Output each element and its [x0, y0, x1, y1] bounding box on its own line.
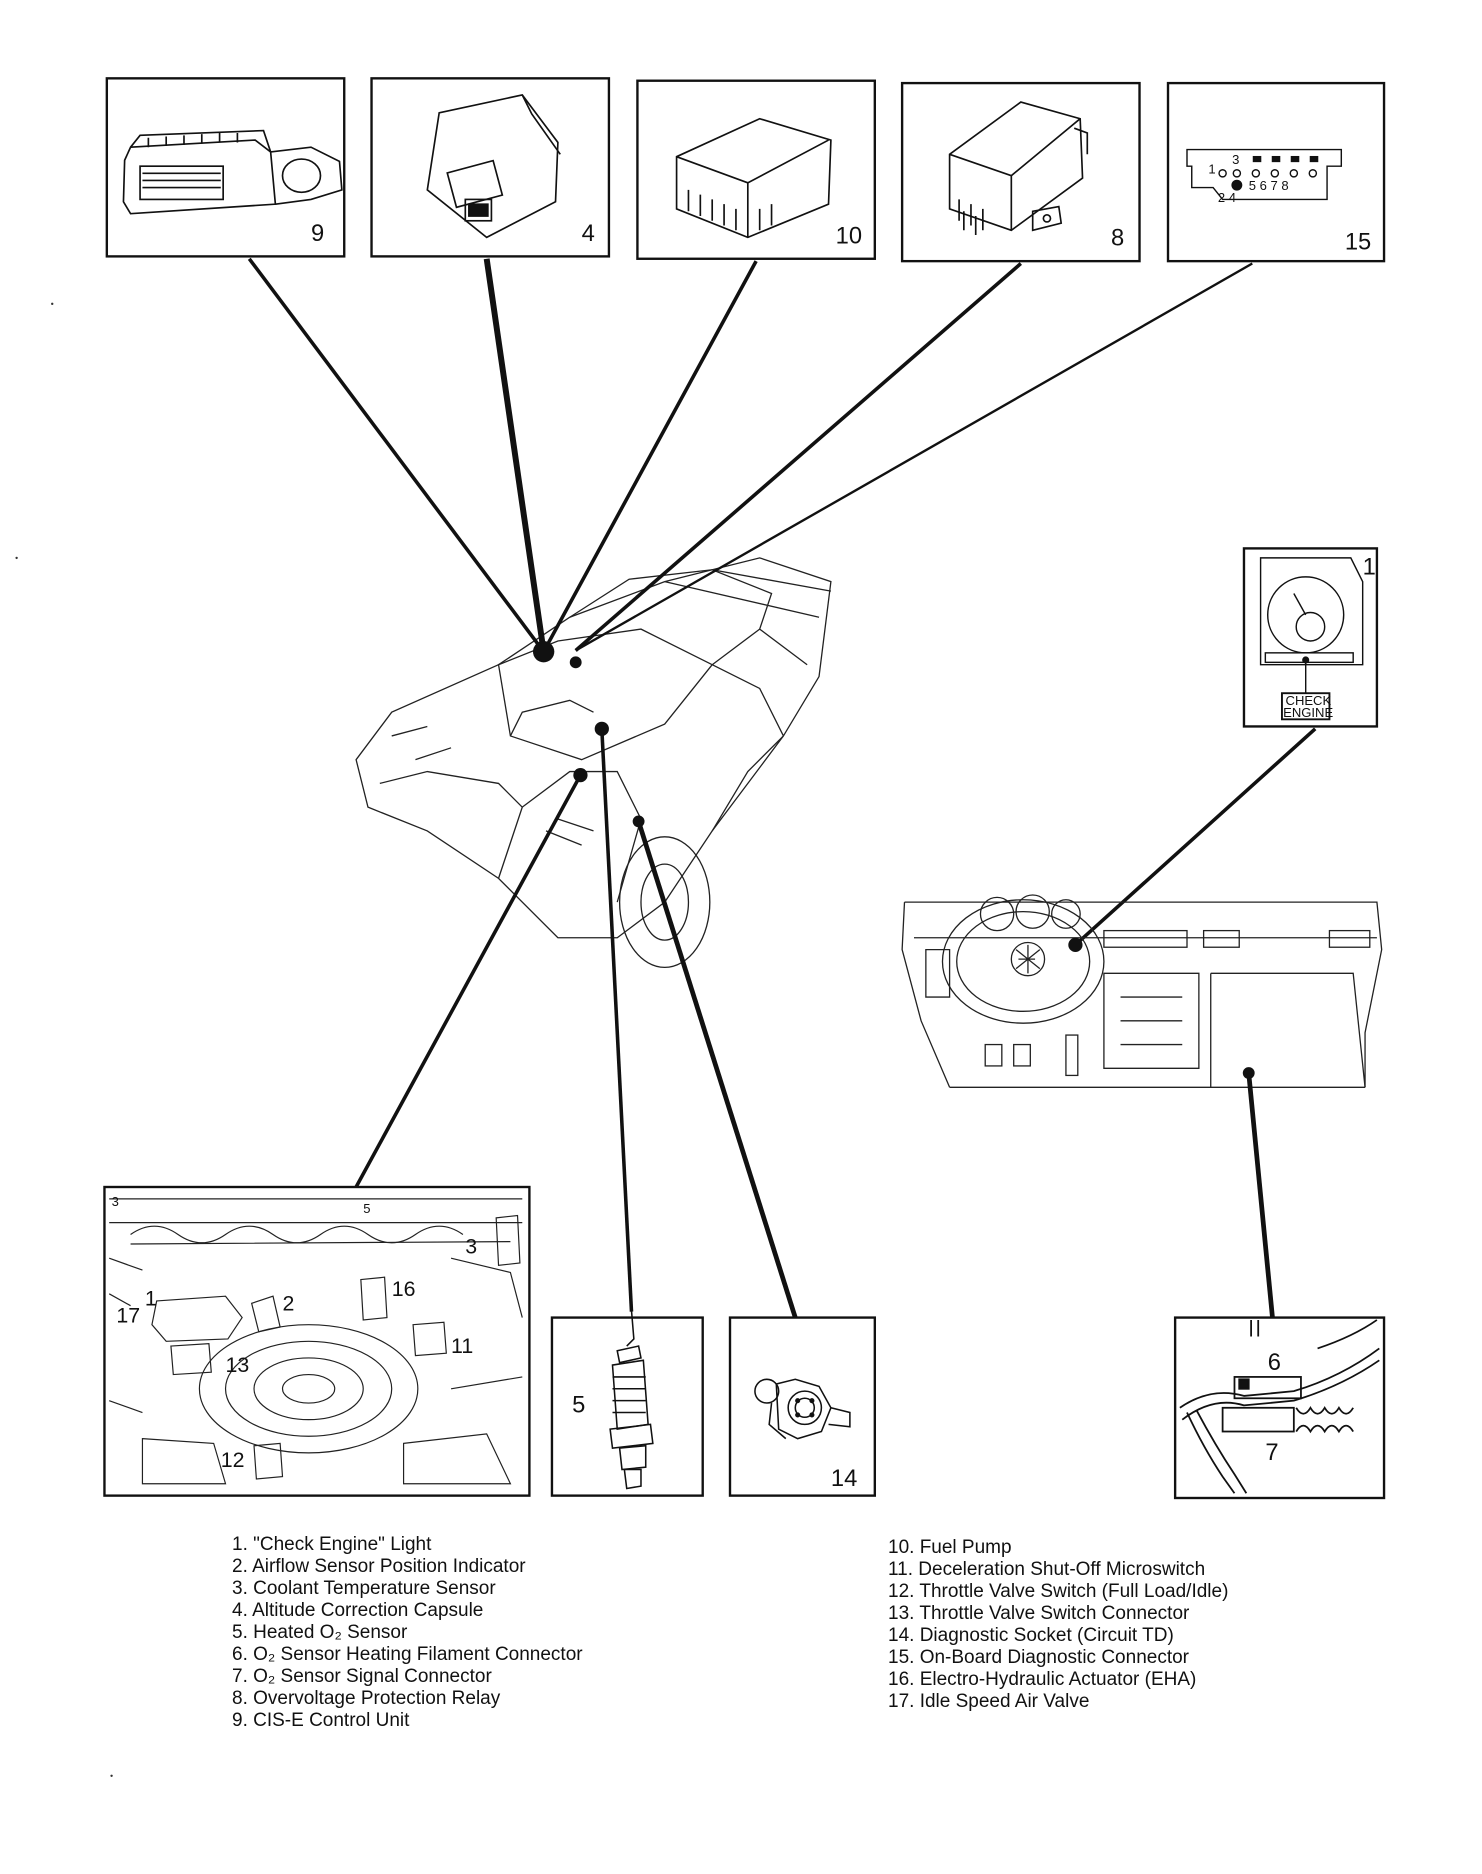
- obd-pin-labels-2-4: 2 4: [1218, 190, 1236, 205]
- legend-item: 8. Overvoltage Protection Relay: [232, 1688, 501, 1709]
- legend-item: 10. Fuel Pump: [888, 1537, 1012, 1558]
- panel-engine-bay: 3 16 17 1 2 11 13 12 5 3: [103, 1185, 531, 1497]
- scan-speck: [15, 556, 18, 560]
- panel-check-engine-light: CHECK ENGINE 1: [1242, 547, 1379, 728]
- legend-item: 15. On-Board Diagnostic Connector: [888, 1647, 1189, 1668]
- engine-callout-16: 16: [392, 1277, 416, 1301]
- legend-item: 17. Idle Speed Air Valve: [888, 1691, 1090, 1712]
- engine-callout-5: 5: [363, 1201, 370, 1216]
- callout-14: 14: [831, 1466, 857, 1492]
- legend-item: 4. Altitude Correction Capsule: [232, 1600, 484, 1621]
- relay-illustration: [948, 101, 1089, 236]
- legend-item: 12. Throttle Valve Switch (Full Load/Idl…: [888, 1581, 1229, 1602]
- panel-obd-connector: 3 5 6 7 8 2 4 1 15: [1166, 81, 1386, 263]
- diagnostic-socket-illustration: [754, 1378, 851, 1440]
- panel-cis-e-control-unit: 9: [105, 77, 346, 258]
- obd-pin-label-3: 3: [1232, 152, 1239, 167]
- o2-sensor-illustration: [609, 1310, 654, 1490]
- callout-1: 1: [1363, 555, 1376, 581]
- leader-line-connectors: [1246, 1072, 1275, 1318]
- panel-fuel-pump: 10: [636, 79, 877, 260]
- engine-callout-1: 1: [145, 1287, 157, 1311]
- obd-pin-labels-5-8: 5 6 7 8: [1249, 178, 1289, 193]
- callout-6: 6: [1268, 1350, 1281, 1376]
- callout-15: 15: [1345, 229, 1371, 255]
- obd-connector-illustration: [1186, 148, 1343, 201]
- callout-9: 9: [311, 221, 324, 247]
- leader-line-check-engine: [1074, 727, 1317, 947]
- legend-left: 1. "Check Engine" Light 2. Airflow Senso…: [232, 1534, 583, 1732]
- legend-item: 16. Electro-Hydraulic Actuator (EHA): [888, 1669, 1197, 1690]
- legend-item: 9. CIS-E Control Unit: [232, 1710, 410, 1731]
- scan-speck: [51, 302, 54, 306]
- dashboard-illustration: [901, 894, 1383, 1088]
- legend-item: 2. Airflow Sensor Position Indicator: [232, 1556, 526, 1577]
- check-engine-label-line1: CHECK: [1286, 693, 1332, 708]
- fuel-pump-illustration: [675, 117, 832, 239]
- control-unit-illustration: [122, 129, 343, 215]
- callout-5: 5: [572, 1393, 585, 1419]
- engine-bay-illustration: [108, 1198, 523, 1485]
- leader-lines-top: [247, 257, 1253, 653]
- legend-item: 7. O₂ Sensor Signal Connector: [232, 1666, 492, 1687]
- legend-item: 5. Heated O₂ Sensor: [232, 1622, 408, 1643]
- altitude-capsule-illustration: [426, 94, 561, 239]
- leader-lines-bottom: [354, 728, 798, 1319]
- obd-pin-label-1: 1: [1208, 161, 1215, 176]
- check-engine-lamp-dot: [1302, 656, 1310, 664]
- scan-speck: [110, 1774, 113, 1777]
- instrument-cluster-illustration: [1259, 557, 1364, 721]
- legend-item: 3. Coolant Temperature Sensor: [232, 1578, 496, 1599]
- location-dot-secondary: [569, 656, 582, 669]
- engine-callout-17: 17: [116, 1303, 140, 1327]
- o2-connectors-illustration: [1179, 1319, 1380, 1494]
- engine-callout-3: 3: [465, 1234, 477, 1258]
- callout-10: 10: [836, 223, 862, 249]
- panel-heated-o2-sensor: 5: [550, 1310, 704, 1497]
- engine-callout-11: 11: [451, 1334, 473, 1358]
- engine-bay-callouts: 3 16 17 1 2 11 13 12 5 3: [112, 1194, 478, 1472]
- engine-callout-3-small: 3: [112, 1194, 119, 1209]
- legend-item: 11. Deceleration Shut-Off Microswitch: [888, 1559, 1206, 1580]
- legend-item: 6. O₂ Sensor Heating Filament Connector: [232, 1644, 583, 1665]
- engine-callout-12: 12: [221, 1448, 245, 1472]
- panel-altitude-correction-capsule: 4: [370, 77, 611, 258]
- legend-right: 10. Fuel Pump 11. Deceleration Shut-Off …: [888, 1537, 1228, 1713]
- callout-4: 4: [582, 221, 595, 247]
- legend-item: 1. "Check Engine" Light: [232, 1534, 432, 1555]
- location-dot-primary: [532, 640, 555, 663]
- legend-item: 13. Throttle Valve Switch Connector: [888, 1603, 1190, 1624]
- engine-callout-2: 2: [283, 1291, 295, 1315]
- check-engine-label-line2: ENGINE: [1283, 705, 1333, 720]
- panel-o2-connectors: 6 7: [1173, 1316, 1386, 1500]
- panel-overvoltage-protection-relay: 8: [900, 81, 1141, 263]
- callout-8: 8: [1111, 226, 1124, 252]
- callout-7: 7: [1265, 1440, 1278, 1466]
- location-dot-dash: [1068, 937, 1083, 952]
- panel-diagnostic-socket: 14: [728, 1316, 877, 1497]
- car-illustration: [355, 557, 832, 969]
- legend-item: 14. Diagnostic Socket (Circuit TD): [888, 1625, 1174, 1646]
- engine-callout-13: 13: [226, 1353, 250, 1377]
